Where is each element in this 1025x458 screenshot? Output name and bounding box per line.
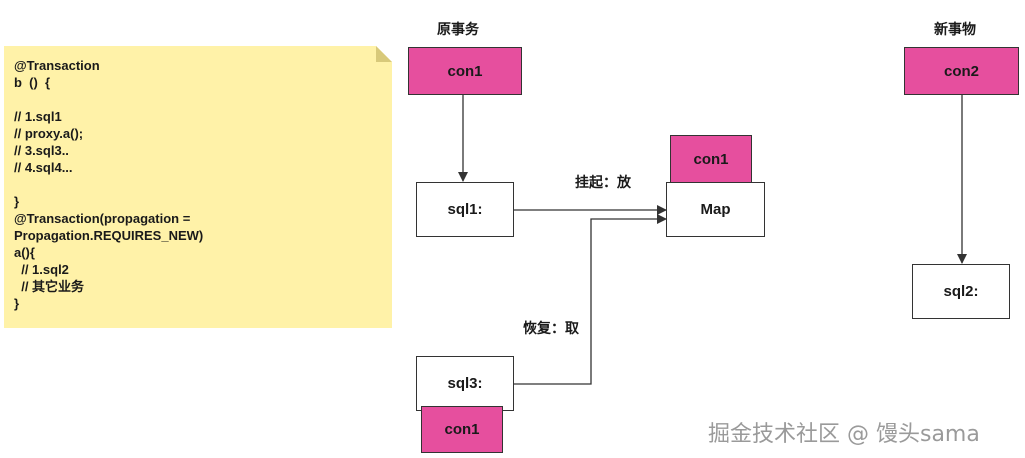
sql2-box: sql2: xyxy=(912,264,1010,319)
note-line: // 其它业务 xyxy=(14,279,85,294)
note-line: } xyxy=(14,194,20,209)
connection-con1-top: con1 xyxy=(408,47,522,95)
note-line: Propagation.REQUIRES_NEW) xyxy=(14,228,204,243)
sql1-box: sql1: xyxy=(416,182,514,237)
note-line: // 4.sql4... xyxy=(14,160,73,175)
sql3-box: sql3: xyxy=(416,356,514,411)
note-line: a(){ xyxy=(14,245,35,260)
note-line: @Transaction(propagation = xyxy=(14,211,191,226)
connection-con1-in-map: con1 xyxy=(670,135,752,183)
edge-label-suspend: 挂起：放 xyxy=(575,174,631,190)
connection-con1-bottom: con1 xyxy=(421,406,503,453)
header-original-transaction: 原事务 xyxy=(437,21,479,37)
code-note xyxy=(4,46,392,328)
note-line: // 1.sql2 xyxy=(14,262,69,277)
note-line: // proxy.a(); xyxy=(14,126,84,141)
note-line: // 3.sql3.. xyxy=(14,143,69,158)
edge-label-resume: 恢复：取 xyxy=(523,320,579,336)
arrow-sql3-to-map xyxy=(514,214,667,385)
note-line: } xyxy=(14,296,20,311)
map-box: Map xyxy=(666,182,765,237)
note-line: @Transaction xyxy=(14,58,100,73)
note-line: b () { xyxy=(14,75,51,90)
note-line: // 1.sql1 xyxy=(14,109,62,124)
watermark: 掘金技术社区 @ 馒头sama xyxy=(708,422,980,447)
header-new-transaction: 新事物 xyxy=(934,21,976,37)
connection-con2: con2 xyxy=(904,47,1019,95)
